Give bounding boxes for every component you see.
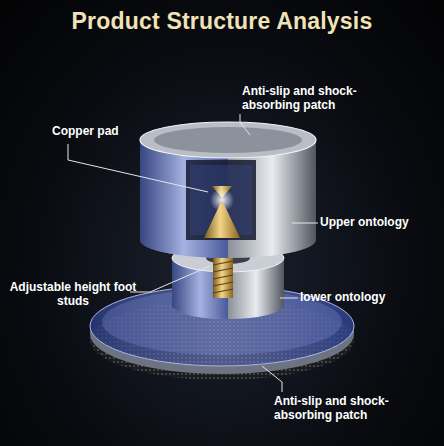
part-label: Upper ontology [320, 215, 440, 229]
diagram-title: Product Structure Analysis [0, 8, 444, 35]
part-label: lower ontology [300, 290, 420, 304]
part-label: Adjustable height foot studs [8, 280, 138, 308]
part-label: Anti-slip and shock-absorbing patch [274, 394, 424, 422]
part-label: Copper pad [52, 124, 162, 138]
part-label: Anti-slip and shock-absorbing patch [242, 84, 392, 112]
